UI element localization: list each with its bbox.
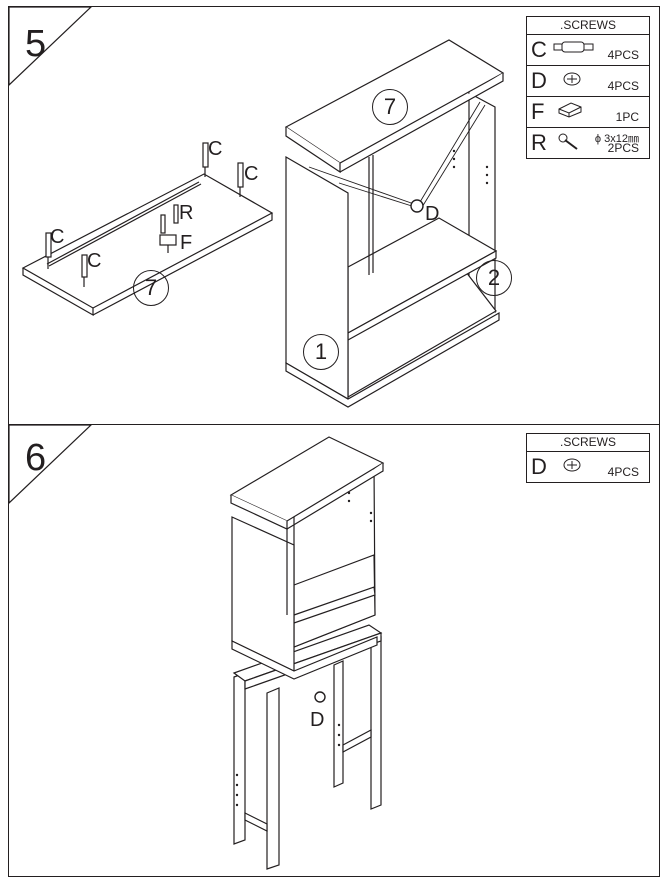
legend-qty: 1PC [615,110,639,124]
callout-f: F [180,232,193,254]
cabinet-on-stand [229,436,385,680]
step-6-panel: 6 D .SCREWS D 4PCS [8,424,660,877]
legend-row-d: D 4PCS [527,66,649,97]
legend-letter: C [531,37,547,62]
cam-lock-icon [563,458,581,472]
legend-qty: 4PCS [607,48,639,62]
part-label-top-cabinet: 7 [372,89,408,125]
legend-qty: 2PCS [607,141,639,155]
legend-letter: D [531,68,547,93]
legend-row-r: R ϕ 3x12㎜ 2PCS [527,128,649,158]
legend-size: ϕ 3x12㎜ [594,133,639,145]
step-6-illustration [9,425,385,870]
part-label-top-board: 7 [133,270,169,306]
screws-legend: .SCREWS C 4PCS D 4PCS F 1PC [526,16,650,159]
cam-lock-icon [563,72,581,86]
callout-c: C [208,138,223,160]
legend-letter: R [531,130,547,155]
callout-d: D [310,709,325,731]
step-number: 6 [25,437,47,479]
legend-letter: D [531,454,547,479]
screws-r-and-catch-f [159,204,179,253]
cam-bolts-c [45,142,244,287]
stand-frame [232,624,383,870]
legend-title: .SCREWS [527,17,649,35]
screws-legend: .SCREWS D 4PCS [526,433,650,483]
callout-r: R [179,202,194,224]
callout-d: D [425,203,440,225]
magnetic-catch-icon [558,102,582,118]
step-number: 5 [25,23,47,65]
step-badge [9,7,92,86]
legend-row-c: C 4PCS [527,35,649,66]
legend-qty: 4PCS [607,79,639,93]
part-label-right-side: 2 [476,260,512,296]
step-5-panel: 5 C C C C R F D 7 7 1 2 .SCREWS C 4PCS D… [8,6,660,426]
legend-letter: F [531,99,545,124]
legend-title: .SCREWS [527,434,649,452]
callout-c: C [87,250,102,272]
legend-row-f: F 1PC [527,97,649,128]
legend-qty: 4PCS [607,465,639,479]
callout-c: C [50,226,65,248]
step-badge [9,425,92,504]
callout-c: C [244,163,259,185]
part-label-left-side: 1 [303,334,339,370]
wood-screw-icon [558,133,578,150]
cam-bolt-icon [553,41,594,53]
legend-row-d: D 4PCS [527,452,649,482]
